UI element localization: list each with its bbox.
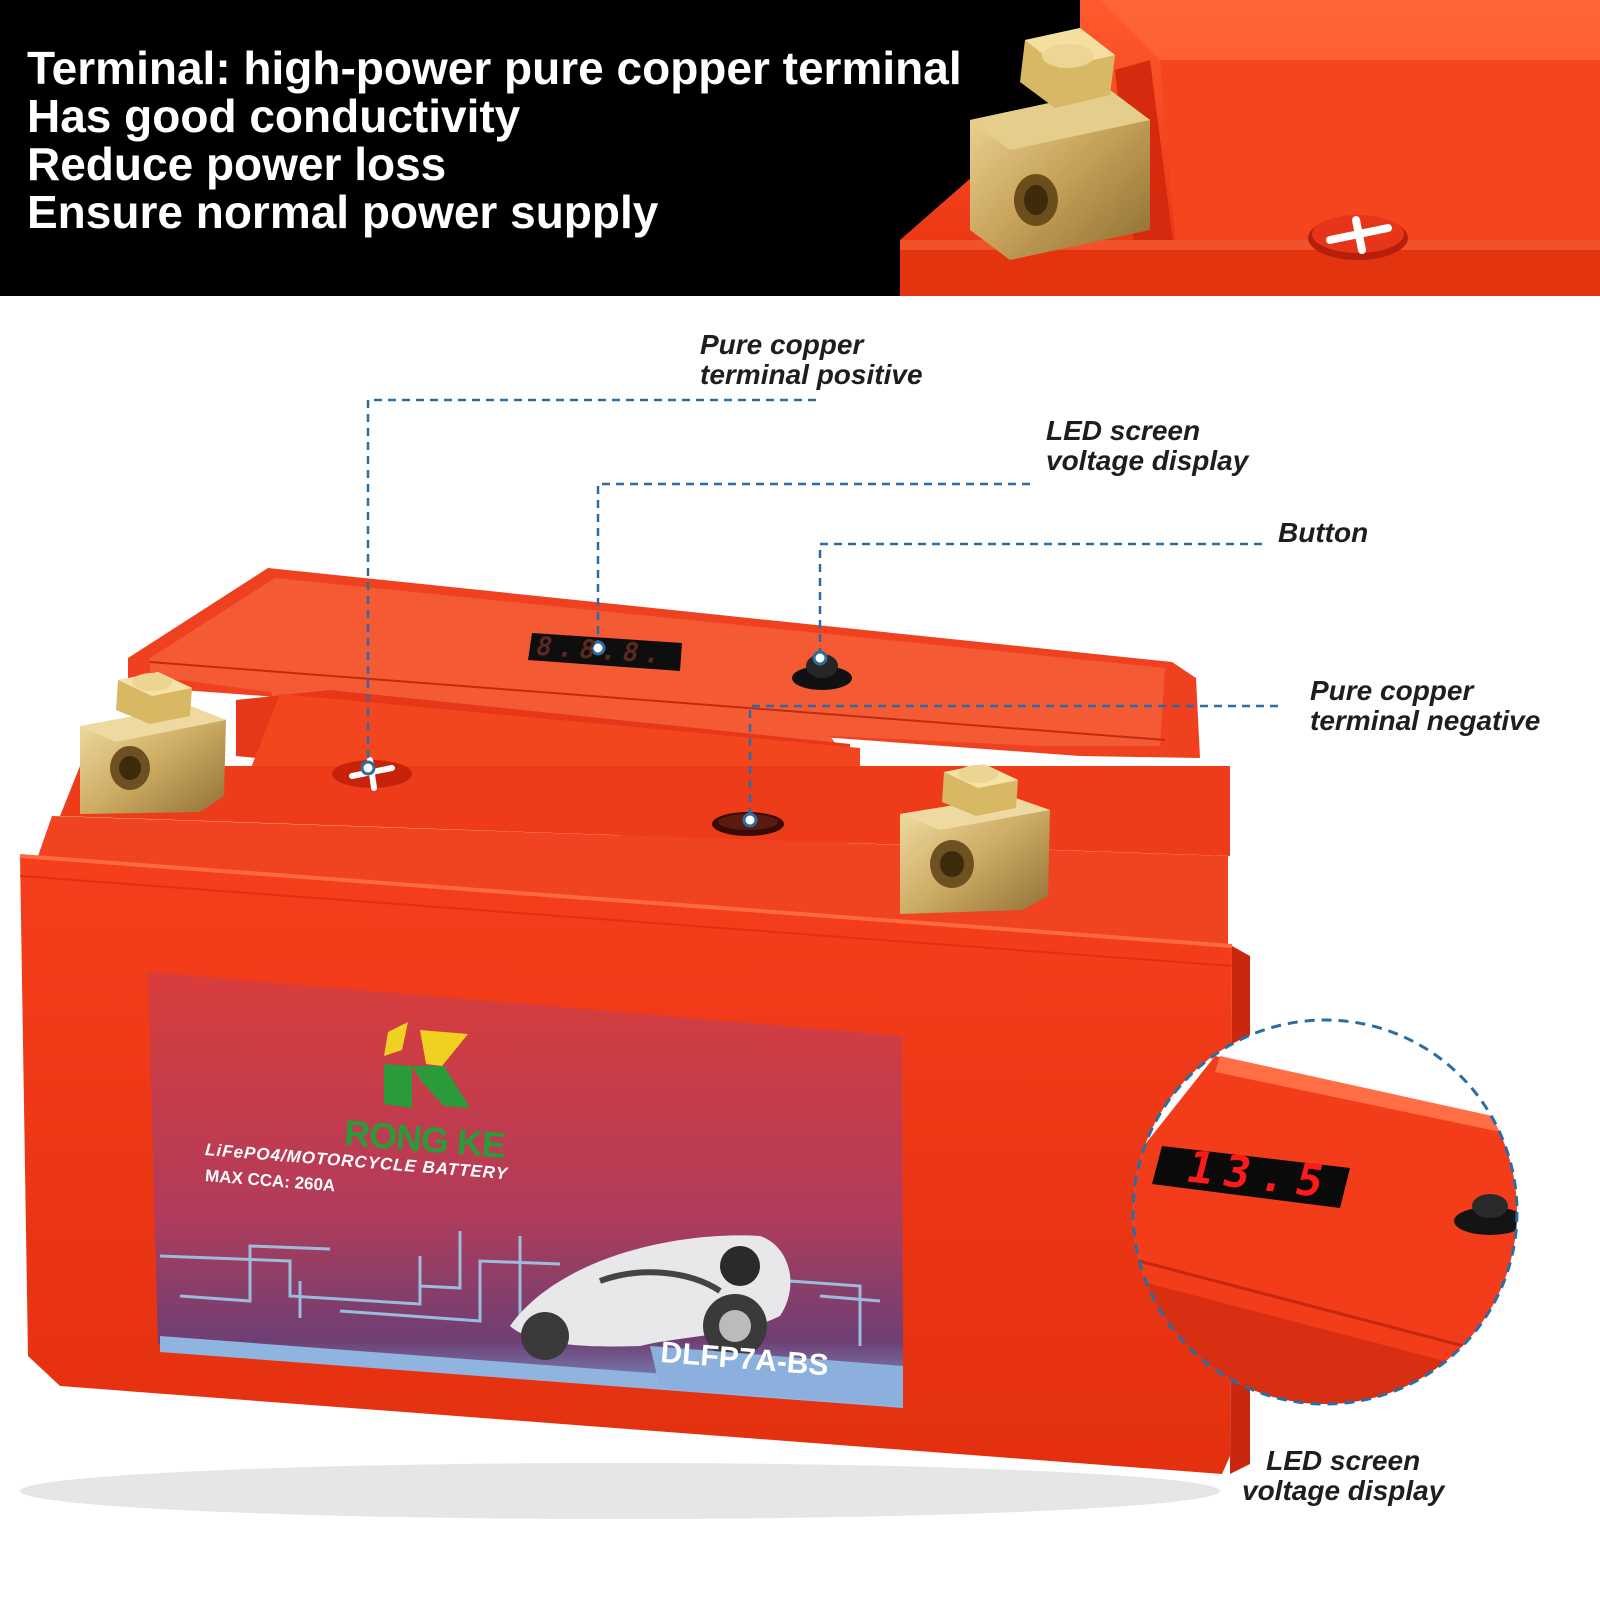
header-line-2: Has good conductivity (27, 90, 521, 142)
brand-logo (384, 1022, 470, 1108)
callout-dots (360, 640, 828, 828)
terminal-closeup-photo (900, 0, 1600, 296)
callout-button: Button (1278, 518, 1368, 548)
header-line-1: Terminal: high-power pure copper termina… (27, 42, 962, 94)
header-feature-list: Terminal: high-power pure copper termina… (27, 44, 962, 236)
callout-led-zoom-line1: LED screen (1266, 1445, 1421, 1476)
header-line-3: Reduce power loss (27, 138, 447, 190)
callout-button-line1: Button (1278, 517, 1369, 548)
header-line-4: Ensure normal power supply (27, 186, 659, 238)
model-number: DLFP7A-BS (659, 1336, 830, 1383)
battery-scene: RONG KE LiFePO4/MOTORCYCLE BATTERY MAX C… (0, 296, 1600, 1600)
callout-led-zoom-line2: voltage display (1242, 1475, 1445, 1506)
callout-led-line2: voltage display (1046, 445, 1249, 476)
callout-led-zoom: LED screen voltage display (1242, 1446, 1444, 1506)
callout-led-line1: LED screen (1046, 415, 1201, 446)
callout-positive-line2: terminal positive (700, 359, 923, 390)
motorcycle-graphic (510, 1235, 791, 1360)
battery-illustration (19, 398, 1519, 1519)
negative-terminal (900, 764, 1050, 914)
callout-negative-terminal: Pure copper terminal negative (1310, 676, 1540, 736)
callout-led-screen: LED screen voltage display (1046, 416, 1248, 476)
callout-negative-line1: Pure copper (1310, 675, 1474, 706)
callout-negative-line2: terminal negative (1310, 705, 1541, 736)
led-display-zoom: 13.5 (1181, 1142, 1340, 1209)
cca-rating-text: MAX CCA: 260A (204, 1166, 336, 1196)
header-banner: Terminal: high-power pure copper termina… (0, 0, 1600, 296)
callout-positive-terminal: Pure copper terminal positive (700, 330, 923, 390)
callout-lines (366, 398, 1278, 818)
positive-terminal (80, 672, 226, 814)
callout-positive-line1: Pure copper (700, 329, 864, 360)
led-display-top: 8.8.8. (532, 632, 670, 671)
